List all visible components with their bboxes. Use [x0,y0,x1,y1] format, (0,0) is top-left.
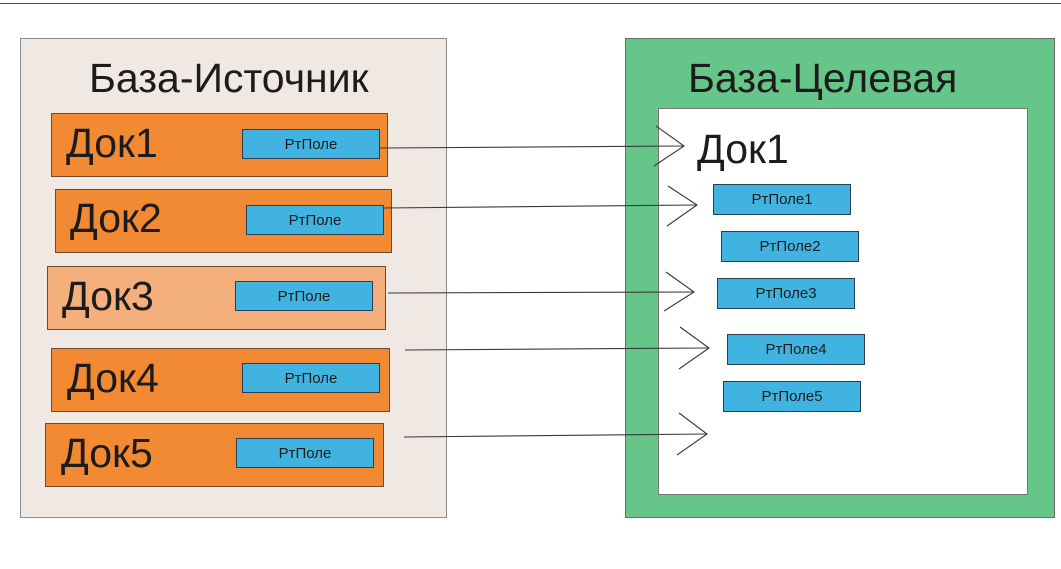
source-doc-4-label: Док4 [67,355,159,401]
source-doc-5-label: Док5 [61,430,153,476]
target-field-1[interactable]: РтПоле1 [713,184,851,215]
source-doc-4-field[interactable]: РтПоле [242,363,380,393]
source-doc-2-label: Док2 [70,195,162,241]
target-doc-title: Док1 [697,126,789,172]
source-database-title: База-Источник [89,55,369,101]
target-database-title: База-Целевая [688,55,958,101]
target-field-5[interactable]: РтПоле5 [723,381,861,412]
source-doc-1-label: Док1 [66,120,158,166]
target-field-2[interactable]: РтПоле2 [721,231,859,262]
target-field-4[interactable]: РтПоле4 [727,334,865,365]
source-doc-3-field[interactable]: РтПоле [235,281,373,311]
source-doc-3-label: Док3 [62,273,154,319]
target-field-3[interactable]: РтПоле3 [717,278,855,309]
source-doc-1-field[interactable]: РтПоле [242,129,380,159]
source-doc-5-field[interactable]: РтПоле [236,438,374,468]
top-divider-line [0,3,1061,4]
source-doc-2-field[interactable]: РтПоле [246,205,384,235]
